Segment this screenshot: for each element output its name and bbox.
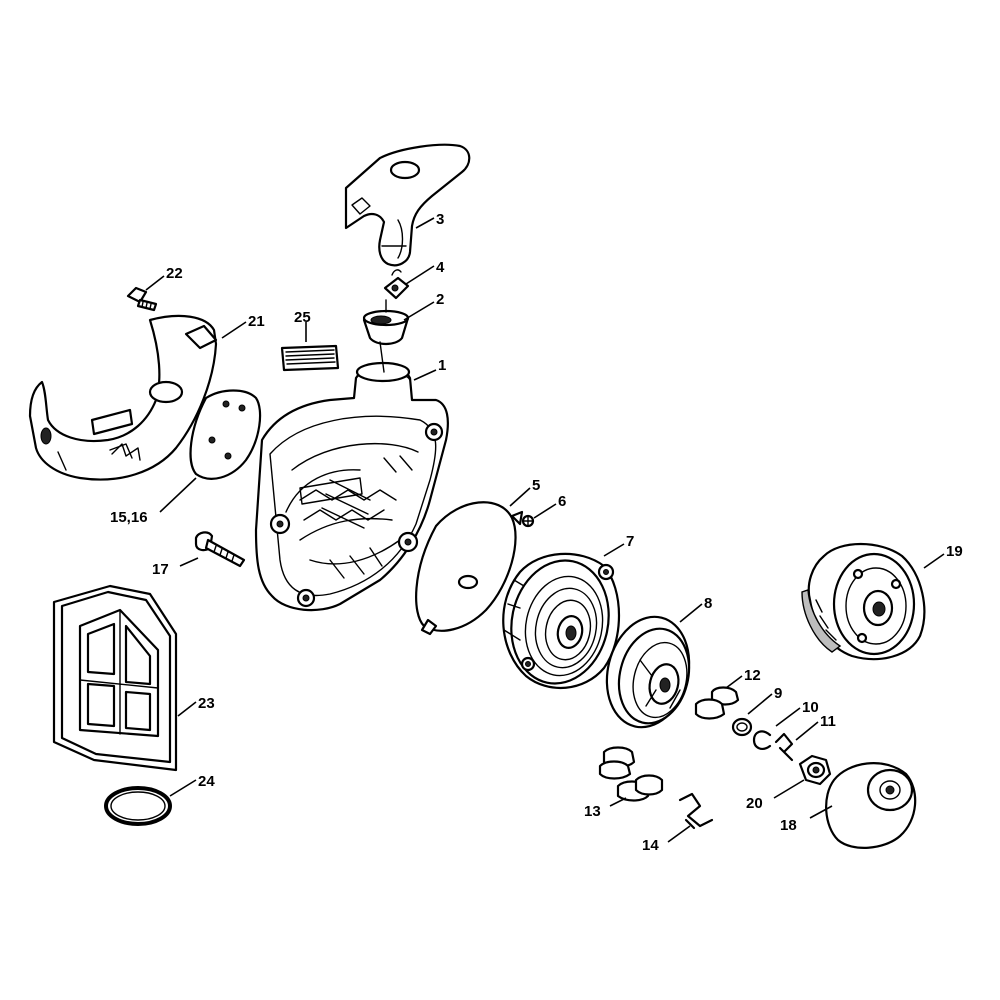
callout-7: 7 (626, 533, 634, 550)
leader-20 (773, 779, 805, 799)
leader-lines (145, 217, 945, 843)
callout-23: 23 (198, 695, 215, 712)
callout-11: 11 (820, 713, 836, 730)
callout-10: 10 (802, 699, 819, 716)
leader-3 (415, 217, 435, 229)
leader-6 (533, 503, 557, 519)
part-2-rope-bushing (362, 299, 410, 346)
callout-25: 25 (294, 309, 311, 326)
callout-3: 3 (436, 211, 444, 228)
callout-13: 13 (584, 803, 601, 820)
callout-20: 20 (746, 795, 763, 812)
callout-1: 1 (438, 357, 446, 374)
part-19-pulley (801, 542, 926, 661)
leader-23 (177, 701, 197, 717)
leader-11 (795, 721, 819, 741)
part-10-e-clip (752, 730, 772, 750)
part-14-wire-spring (678, 792, 714, 830)
callout-15-16: 15,16 (110, 509, 148, 526)
part-22-screw (126, 286, 158, 312)
part-1-fan-housing (254, 341, 449, 612)
leader-17 (179, 557, 199, 567)
leader-10 (775, 707, 801, 727)
leader-15-16 (159, 477, 197, 513)
leader-18 (809, 805, 833, 819)
leader-9 (747, 693, 773, 715)
callout-2: 2 (436, 291, 444, 308)
part-8-rope-rotor (605, 615, 691, 729)
part-7-spring-housing (502, 552, 620, 689)
callout-17: 17 (152, 561, 169, 578)
callout-8: 8 (704, 595, 712, 612)
callout-labels: 1 2 3 4 5 6 7 8 9 10 11 12 13 14 15,16 1… (110, 211, 963, 854)
part-24-o-ring (104, 786, 172, 826)
leader-4 (405, 265, 435, 285)
part-18-cup (825, 762, 917, 849)
part-4-rope-clip (383, 269, 410, 300)
part-21-cover (28, 314, 218, 481)
part-3-starter-grip (344, 143, 471, 267)
callout-9: 9 (774, 685, 782, 702)
leader-14 (667, 825, 691, 843)
callout-18: 18 (780, 817, 797, 834)
part-9-washer (731, 717, 753, 737)
leader-19 (923, 553, 945, 569)
callout-19: 19 (946, 543, 963, 560)
leader-5 (509, 487, 531, 507)
part-11-spring-clip (774, 732, 794, 762)
leader-13 (609, 797, 627, 807)
callout-24: 24 (198, 773, 215, 790)
leader-1 (413, 369, 437, 381)
part-13-pawls (598, 746, 664, 802)
callout-12: 12 (744, 667, 761, 684)
leader-24 (169, 779, 197, 797)
part-15-16-plate (189, 389, 262, 480)
leader-22 (145, 275, 165, 291)
part-25-label (280, 344, 340, 372)
leader-21 (221, 321, 247, 339)
callout-21: 21 (248, 313, 265, 330)
callout-4: 4 (436, 259, 445, 276)
part-17-bolt (194, 531, 246, 568)
leader-8 (679, 603, 703, 623)
part-5-disc (415, 501, 524, 636)
part-23-air-filter (52, 584, 178, 772)
callout-5: 5 (532, 477, 540, 494)
part-20-nut (798, 754, 832, 786)
callout-14: 14 (642, 837, 659, 854)
callout-22: 22 (166, 265, 183, 282)
leader-7 (603, 543, 625, 557)
leader-2 (403, 301, 435, 321)
part-12-pawl (694, 686, 740, 720)
callout-6: 6 (558, 493, 566, 510)
leader-12 (725, 675, 743, 689)
part-6-screw (521, 514, 535, 528)
